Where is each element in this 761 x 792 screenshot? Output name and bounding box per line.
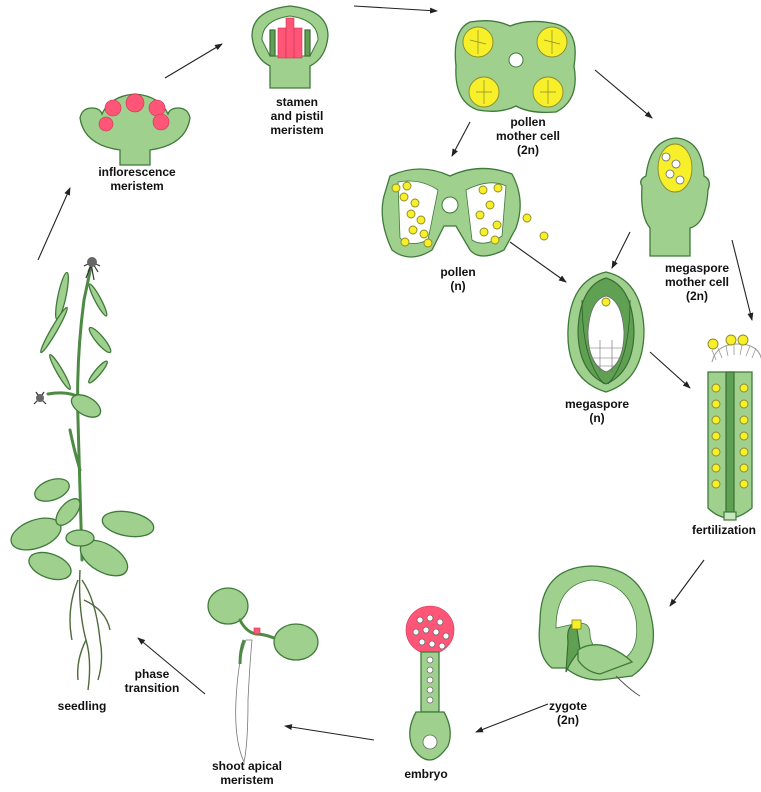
- seedling-plant-illustration: [10, 257, 155, 691]
- fertilization-pistil-illustration: [707, 334, 761, 521]
- label-megaspore-mother-cell-2: mother cell: [665, 275, 729, 289]
- arrow-zygote-to-embryo: [475, 703, 549, 733]
- label-stamen-pistil-1: stamen: [276, 95, 318, 109]
- label-pollen-1: pollen: [440, 265, 475, 279]
- ovule-column-left: [711, 383, 721, 489]
- label-fertilization: fertilization: [692, 523, 756, 537]
- label-megaspore-2: (n): [589, 411, 604, 425]
- label-pollen-mother-cell-3: (2n): [517, 143, 539, 157]
- label-stamen-pistil-2: and pistil: [271, 109, 324, 123]
- stamen-pistil-meristem-illustration: [251, 5, 329, 89]
- label-pollen-2: (n): [450, 279, 465, 293]
- megaspore-mother-cell-illustration: [640, 137, 710, 257]
- arrow-pollen-to-megaspore: [509, 241, 567, 283]
- arrow-seedling-to-inflorescence: [37, 187, 71, 261]
- label-megaspore-mother-cell-1: megaspore: [665, 261, 729, 275]
- embryo-illustration: [405, 605, 455, 761]
- megaspore-ovule-illustration: [567, 271, 645, 393]
- pollen-anther-illustration: [381, 167, 549, 258]
- arrow-embryo-to-sam: [284, 724, 375, 741]
- arrow-megaspore-to-fertilization: [649, 351, 691, 389]
- label-stamen-pistil-3: meristem: [270, 123, 323, 137]
- zygote-ovule-illustration: [538, 565, 654, 697]
- cycle-arrows: [37, 5, 754, 741]
- shoot-apical-meristem-illustration: [207, 587, 319, 764]
- ovule-column-right: [739, 383, 749, 489]
- label-megaspore-1: megaspore: [565, 397, 629, 411]
- arrow-sam-to-seedling: [137, 637, 206, 695]
- arrow-mmc-to-megaspore: [611, 231, 631, 269]
- label-shoot-apical-meristem-2: meristem: [220, 773, 273, 787]
- arrow-mmc-to-fertilization: [731, 239, 754, 321]
- arrow-inflorescence-to-stamen: [164, 43, 223, 79]
- label-phase-transition-2: transition: [125, 681, 180, 695]
- label-inflorescence-meristem-2: meristem: [110, 179, 163, 193]
- label-pollen-mother-cell-2: mother cell: [496, 129, 560, 143]
- label-zygote-2: (2n): [557, 713, 579, 727]
- label-phase-transition-1: phase: [135, 667, 170, 681]
- pollen-mother-cell-illustration: [454, 20, 576, 114]
- label-inflorescence-meristem-1: inflorescence: [98, 165, 176, 179]
- arrow-pmc-to-pollen: [451, 121, 471, 157]
- label-pollen-mother-cell-1: pollen: [510, 115, 545, 129]
- label-shoot-apical-meristem-1: shoot apical: [212, 759, 282, 773]
- label-zygote-1: zygote: [549, 699, 587, 713]
- arrow-pmc-to-mmc: [594, 69, 653, 119]
- label-megaspore-mother-cell-3: (2n): [686, 289, 708, 303]
- stage-labels: inflorescence meristem stamen and pistil…: [58, 95, 756, 787]
- label-seedling: seedling: [58, 699, 107, 713]
- label-embryo: embryo: [404, 767, 447, 781]
- arrow-fertilization-to-zygote: [669, 559, 705, 607]
- arrow-stamen-to-pmc: [353, 5, 438, 14]
- inflorescence-meristem-illustration: [79, 93, 191, 166]
